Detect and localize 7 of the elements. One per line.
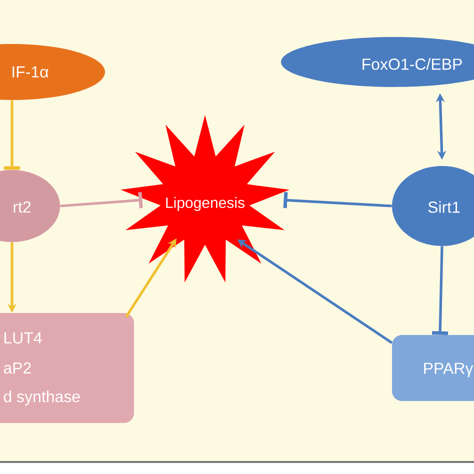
arrow: [60, 192, 143, 208]
arrow: [4, 100, 20, 170]
rounded-box: LUT4 aP2 d synthase: [0, 313, 134, 423]
arrow: [283, 192, 392, 208]
arrow: [432, 246, 448, 335]
starburst: Lipogenesis: [120, 115, 290, 283]
rounded-box: PPARγ: [392, 335, 474, 401]
